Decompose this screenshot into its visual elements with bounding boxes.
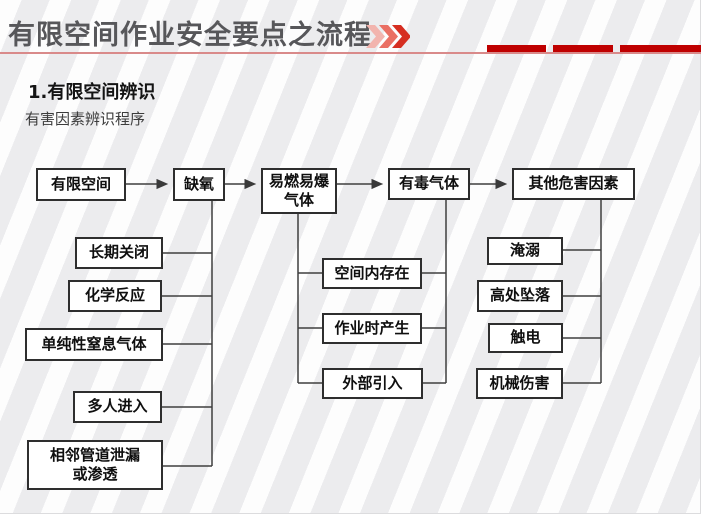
flow-node-external-introduction: 外部引入 [322, 368, 423, 399]
flow-node-label: 或渗透 [72, 465, 118, 483]
flow-node-label: 机械伤害 [489, 373, 550, 392]
header-dash [487, 45, 546, 52]
flow-node-simple-asphyxiant-gas: 单纯性窒息气体 [25, 328, 163, 361]
title-underline [0, 52, 701, 54]
triple-chevron-icon [366, 25, 410, 48]
flow-node-label: 作业时产生 [334, 318, 410, 337]
flow-node-drowning: 淹溺 [487, 237, 563, 265]
section-subheading: 有害因素辨识程序 [25, 110, 146, 128]
flow-node-fall-from-height: 高处坠落 [477, 280, 563, 312]
flow-node-label: 化学反应 [84, 286, 145, 305]
flow-node-label: 高处坠落 [489, 286, 550, 305]
flow-node-adjacent-pipeline-leak: 相邻管道泄漏 或渗透 [27, 440, 163, 490]
flow-node-label: 其他危害因素 [528, 174, 619, 193]
section-heading: 1.有限空间辨识 [28, 82, 156, 103]
flow-node-label: 单纯性窒息气体 [41, 334, 147, 353]
flow-node-label: 淹溺 [509, 241, 540, 260]
flow-node-present-in-space: 空间内存在 [322, 258, 422, 289]
flow-node-label: 缺氧 [183, 174, 214, 193]
flow-node-label: 有毒气体 [398, 174, 459, 193]
flow-node-label: 长期关闭 [88, 243, 149, 262]
flow-node-label: 空间内存在 [334, 263, 410, 282]
flow-node-oxygen-deficiency: 缺氧 [173, 168, 225, 201]
flow-node-chemical-reaction: 化学反应 [68, 280, 162, 312]
flow-node-flammable-explosive-gas: 易燃易爆 气体 [261, 168, 337, 214]
flow-node-other-hazard-factors: 其他危害因素 [512, 168, 635, 200]
flow-node-label: 气体 [283, 191, 314, 209]
flow-node-multiple-entrants: 多人进入 [73, 391, 162, 423]
flow-node-mechanical-injury: 机械伤害 [476, 368, 563, 399]
flow-node-label: 外部引入 [342, 373, 403, 392]
flow-node-confined-space: 有限空间 [36, 168, 126, 201]
page-title: 有限空间作业安全要点之流程 [8, 20, 372, 51]
header-dash [620, 45, 701, 52]
flow-node-label: 有限空间 [50, 174, 111, 193]
header-dash [553, 45, 613, 52]
flow-node-long-term-closure: 长期关闭 [75, 237, 163, 269]
flow-node-generated-during-work: 作业时产生 [322, 313, 422, 344]
flow-node-toxic-gas: 有毒气体 [388, 168, 470, 200]
flow-node-electric-shock: 触电 [488, 323, 563, 353]
flow-node-label: 易燃易爆 [268, 171, 329, 190]
flow-node-label: 相邻管道泄漏 [49, 445, 140, 464]
flow-node-label: 多人进入 [87, 397, 148, 416]
flow-node-label: 触电 [510, 328, 541, 347]
